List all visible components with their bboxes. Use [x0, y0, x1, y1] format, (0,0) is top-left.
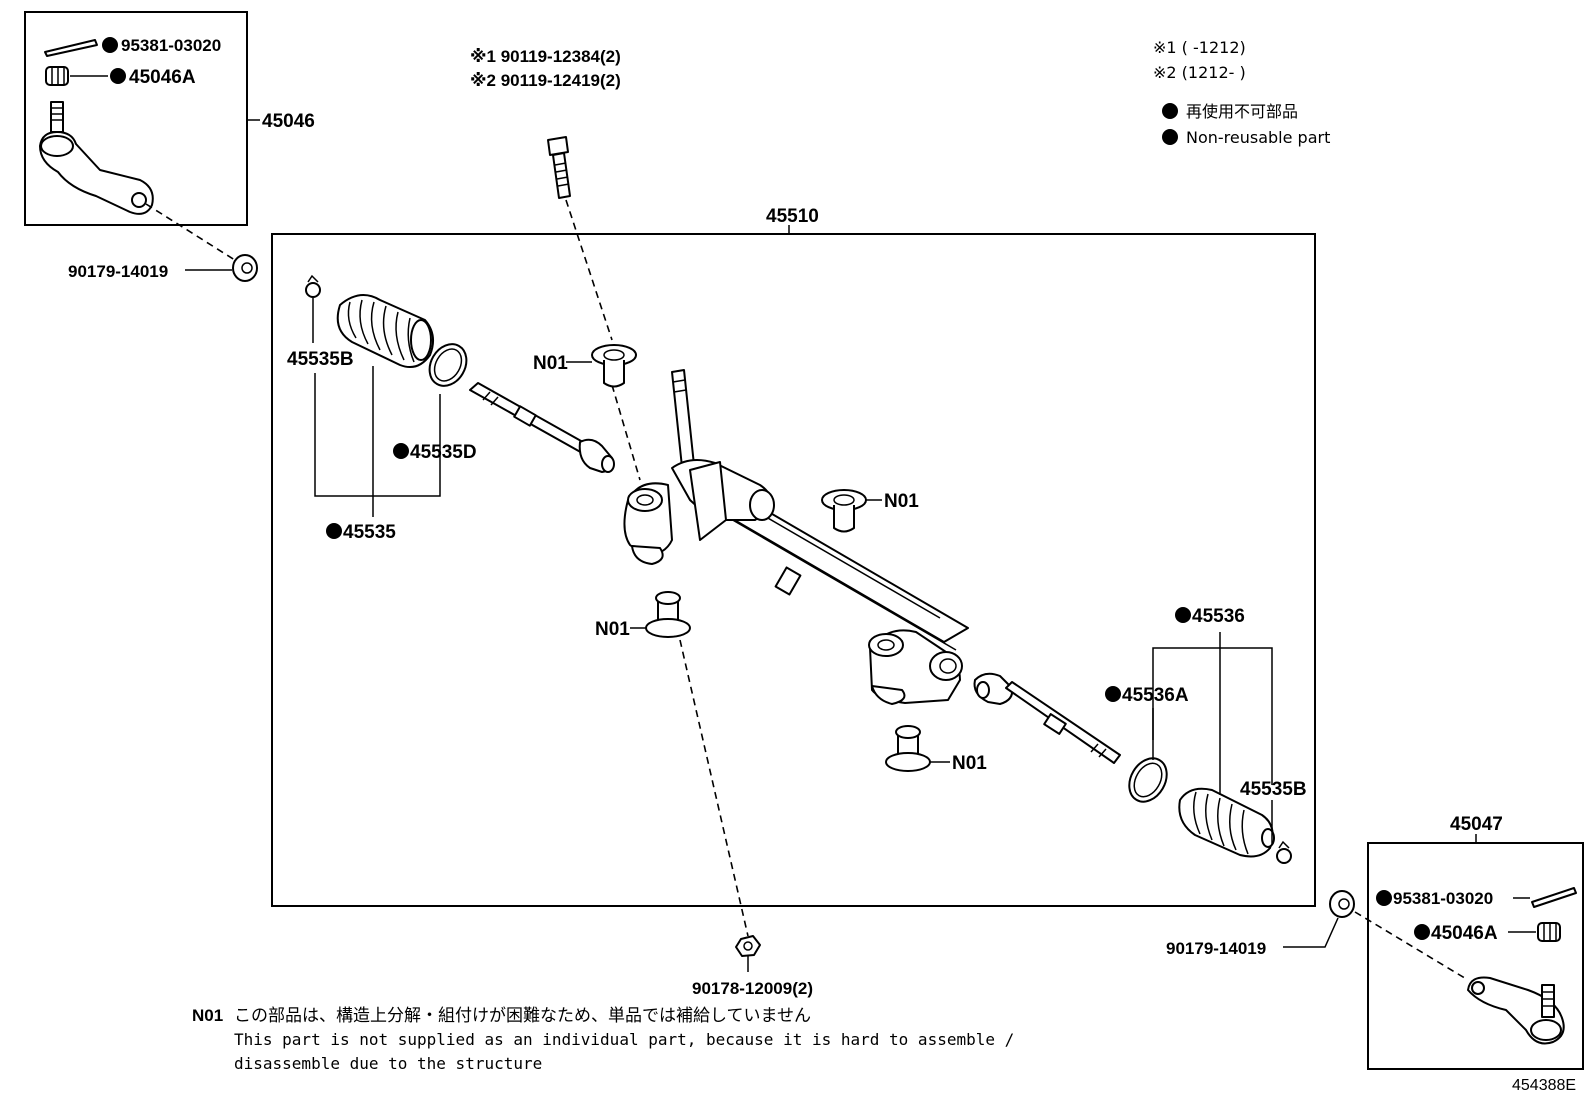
- non-reusable-dot: [110, 68, 126, 84]
- left-cotter-pin-label: 95381-03020: [121, 36, 221, 55]
- left-nut-label: 45046A: [129, 67, 196, 88]
- bushing-label-lower: N01: [595, 619, 630, 640]
- right-inner-tie-rod-icon: [973, 672, 1121, 764]
- assembly-frame-45510: [271, 233, 1316, 907]
- left-tie-rod-end-frame: [24, 11, 248, 226]
- bottom-nut-label: 90178-12009(2): [692, 979, 813, 998]
- mounting-bolt-icon: [547, 136, 571, 199]
- non-reusable-dot: [1376, 890, 1392, 906]
- legend-non-reusable-jp: 再使用不可部品: [1186, 102, 1298, 121]
- left-boot-ring-icon: [428, 343, 468, 387]
- bushing-icon-top: [591, 344, 637, 388]
- legend-serial-2: ※2 (1212- ): [1153, 63, 1246, 82]
- right-lock-nut-icon: [1329, 890, 1355, 918]
- note-code: N01: [192, 1006, 223, 1025]
- right-clamp-label: 45535B: [1240, 779, 1307, 800]
- non-reusable-dot: [1105, 686, 1121, 702]
- bolt-label-line1: ※1 90119-12384(2): [470, 47, 621, 66]
- note-english-line1: This part is not supplied as an individu…: [234, 1030, 1014, 1049]
- cotter-pin-icon: [44, 39, 98, 57]
- castle-nut-icon: [1537, 922, 1561, 942]
- bushing-label-right: N01: [884, 491, 919, 512]
- left-lock-nut-icon: [232, 254, 258, 282]
- non-reusable-dot: [393, 443, 409, 459]
- left-inner-tie-rod-icon: [469, 382, 615, 473]
- bushing-icon-bottom-right: [885, 725, 931, 772]
- right-ring-label: 45536A: [1122, 685, 1189, 706]
- note-english-line2: disassemble due to the structure: [234, 1054, 542, 1073]
- bushing-icon-lower: [645, 591, 691, 638]
- legend-non-reusable-en: Non-reusable part: [1186, 128, 1330, 147]
- non-reusable-dot: [102, 37, 118, 53]
- assembly-number: 45510: [766, 206, 819, 227]
- non-reusable-dot: [1162, 103, 1178, 119]
- right-steering-boot-icon: [1178, 787, 1275, 858]
- right-boot-clamp-icon: [1276, 840, 1292, 864]
- bolt-label-line2: ※2 90119-12419(2): [470, 71, 621, 90]
- legend-serial-1: ※1 ( -1212): [1153, 38, 1246, 57]
- left-lock-nut-label: 90179-14019: [68, 262, 168, 281]
- right-boot-kit-label: 45536: [1192, 606, 1245, 627]
- right-tie-rod-end-number: 45047: [1450, 814, 1503, 835]
- right-boot-ring-icon: [1128, 757, 1168, 803]
- left-boot-kit-label: 45535: [343, 522, 396, 543]
- left-clamp-label: 45535B: [287, 349, 354, 370]
- left-tie-rod-end-icon: [39, 101, 154, 215]
- non-reusable-dot: [1162, 129, 1178, 145]
- right-cotter-pin-label: 95381-03020: [1393, 889, 1493, 908]
- left-steering-boot-icon: [336, 294, 435, 368]
- left-ring-label: 45535D: [410, 442, 477, 463]
- bushing-icon-right: [821, 489, 867, 533]
- right-tie-rod-end-icon: [1467, 976, 1565, 1045]
- non-reusable-dot: [1414, 924, 1430, 940]
- right-lock-nut-label: 90179-14019: [1166, 939, 1266, 958]
- steering-rack-housing-icon: [623, 369, 969, 705]
- illustration-code: 454388E: [1512, 1077, 1576, 1094]
- bushing-label-top: N01: [533, 353, 568, 374]
- right-nut-label: 45046A: [1431, 923, 1498, 944]
- non-reusable-dot: [326, 523, 342, 539]
- left-boot-clamp-icon: [305, 274, 321, 298]
- left-tie-rod-end-number: 45046: [262, 111, 315, 132]
- castle-nut-icon: [45, 66, 69, 86]
- note-japanese: この部品は、構造上分解・組付けが困難なため、単品では補給していません: [234, 1006, 811, 1026]
- non-reusable-dot: [1175, 607, 1191, 623]
- bushing-label-bottom-right: N01: [952, 753, 987, 774]
- cotter-pin-icon: [1531, 887, 1577, 908]
- bottom-nut-icon: [735, 935, 761, 957]
